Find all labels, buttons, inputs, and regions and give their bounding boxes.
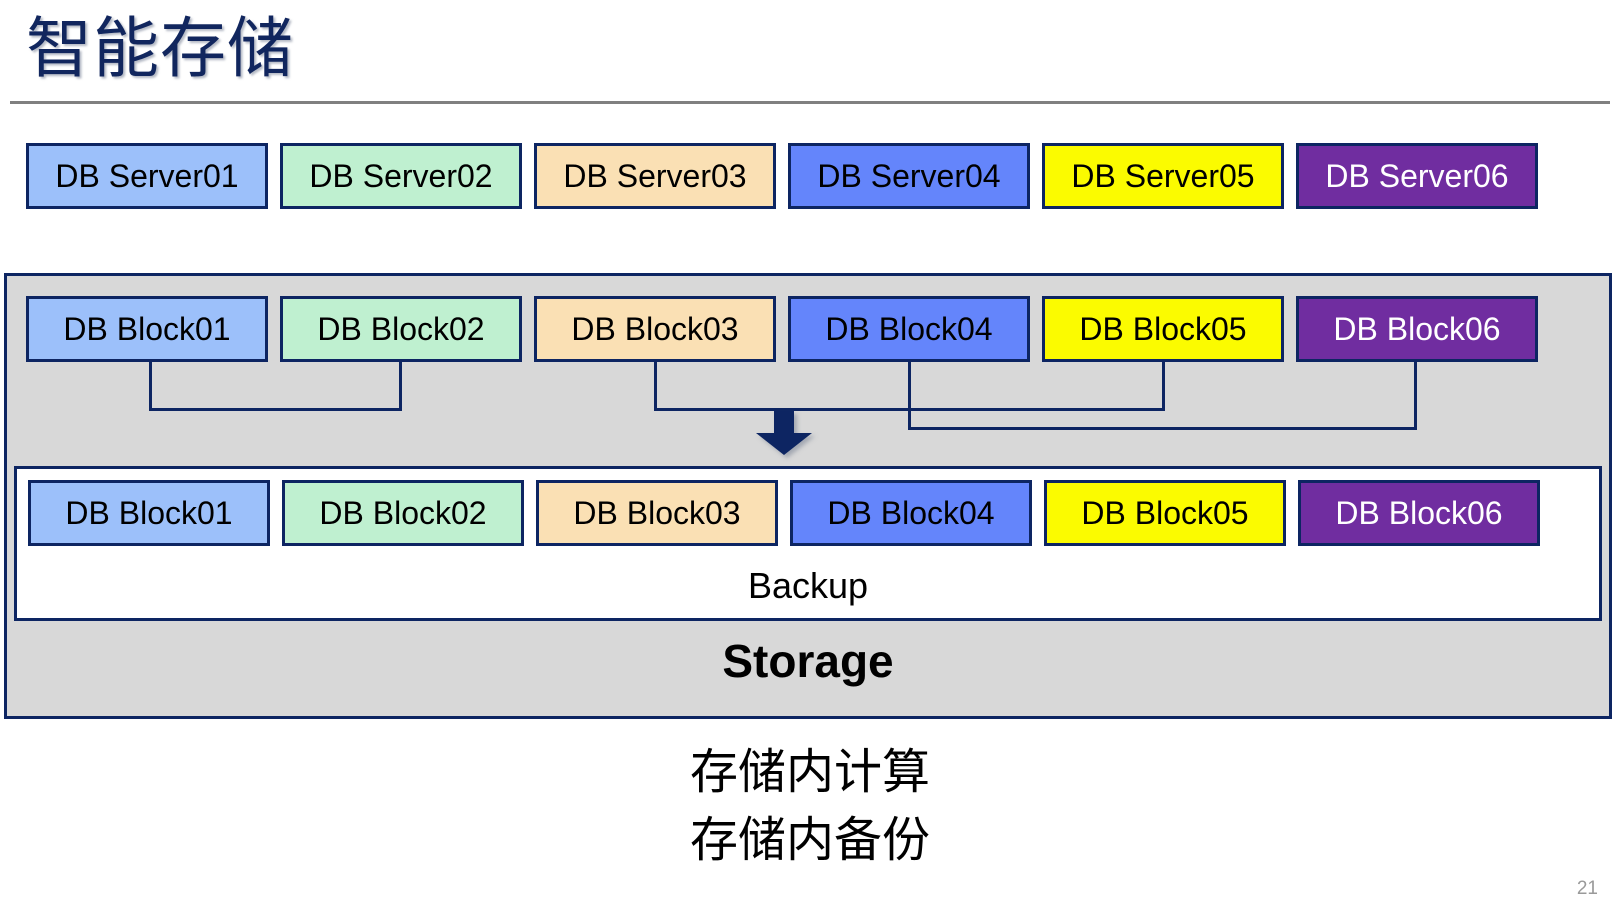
storage-label: Storage [722,635,894,687]
connector-line-v-block03 [654,362,657,411]
db-block-bottom-05[interactable]: DB Block05 [1044,480,1286,546]
db-block-top-04[interactable]: DB Block04 [788,296,1030,362]
db-block-top-01[interactable]: DB Block01 [26,296,268,362]
db-block-bottom-03[interactable]: DB Block03 [536,480,778,546]
db-block-top-02[interactable]: DB Block02 [280,296,522,362]
title-divider [10,101,1610,104]
connector-line-v-block06 [1414,362,1417,430]
connector-line-h-group-a [149,408,402,411]
caption-line-1: 存储内计算 [689,746,930,799]
db-block-top-05[interactable]: DB Block05 [1042,296,1284,362]
db-server-box-05[interactable]: DB Server05 [1042,143,1284,209]
backup-label: Backup [747,565,869,606]
db-block-bottom-04[interactable]: DB Block04 [790,480,1032,546]
connector-line-h-group-c [908,427,1417,430]
db-block-bottom-01[interactable]: DB Block01 [28,480,270,546]
db-server-box-02[interactable]: DB Server02 [280,143,522,209]
db-server-box-03[interactable]: DB Server03 [534,143,776,209]
page-number: 21 [1576,878,1598,899]
connector-line-v-block04 [908,362,911,430]
page-title: 智能存储 [26,11,294,85]
connector-line-v-block02 [399,362,402,411]
db-block-top-06[interactable]: DB Block06 [1296,296,1538,362]
db-server-box-01[interactable]: DB Server01 [26,143,268,209]
db-block-top-03[interactable]: DB Block03 [534,296,776,362]
db-server-box-04[interactable]: DB Server04 [788,143,1030,209]
caption-line-2: 存储内备份 [689,814,930,867]
connector-line-v-block01 [149,362,152,411]
db-block-bottom-02[interactable]: DB Block02 [282,480,524,546]
flow-arrow-down-icon [755,411,813,455]
db-block-bottom-06[interactable]: DB Block06 [1298,480,1540,546]
connector-line-v-block05 [1162,362,1165,411]
db-server-box-06[interactable]: DB Server06 [1296,143,1538,209]
